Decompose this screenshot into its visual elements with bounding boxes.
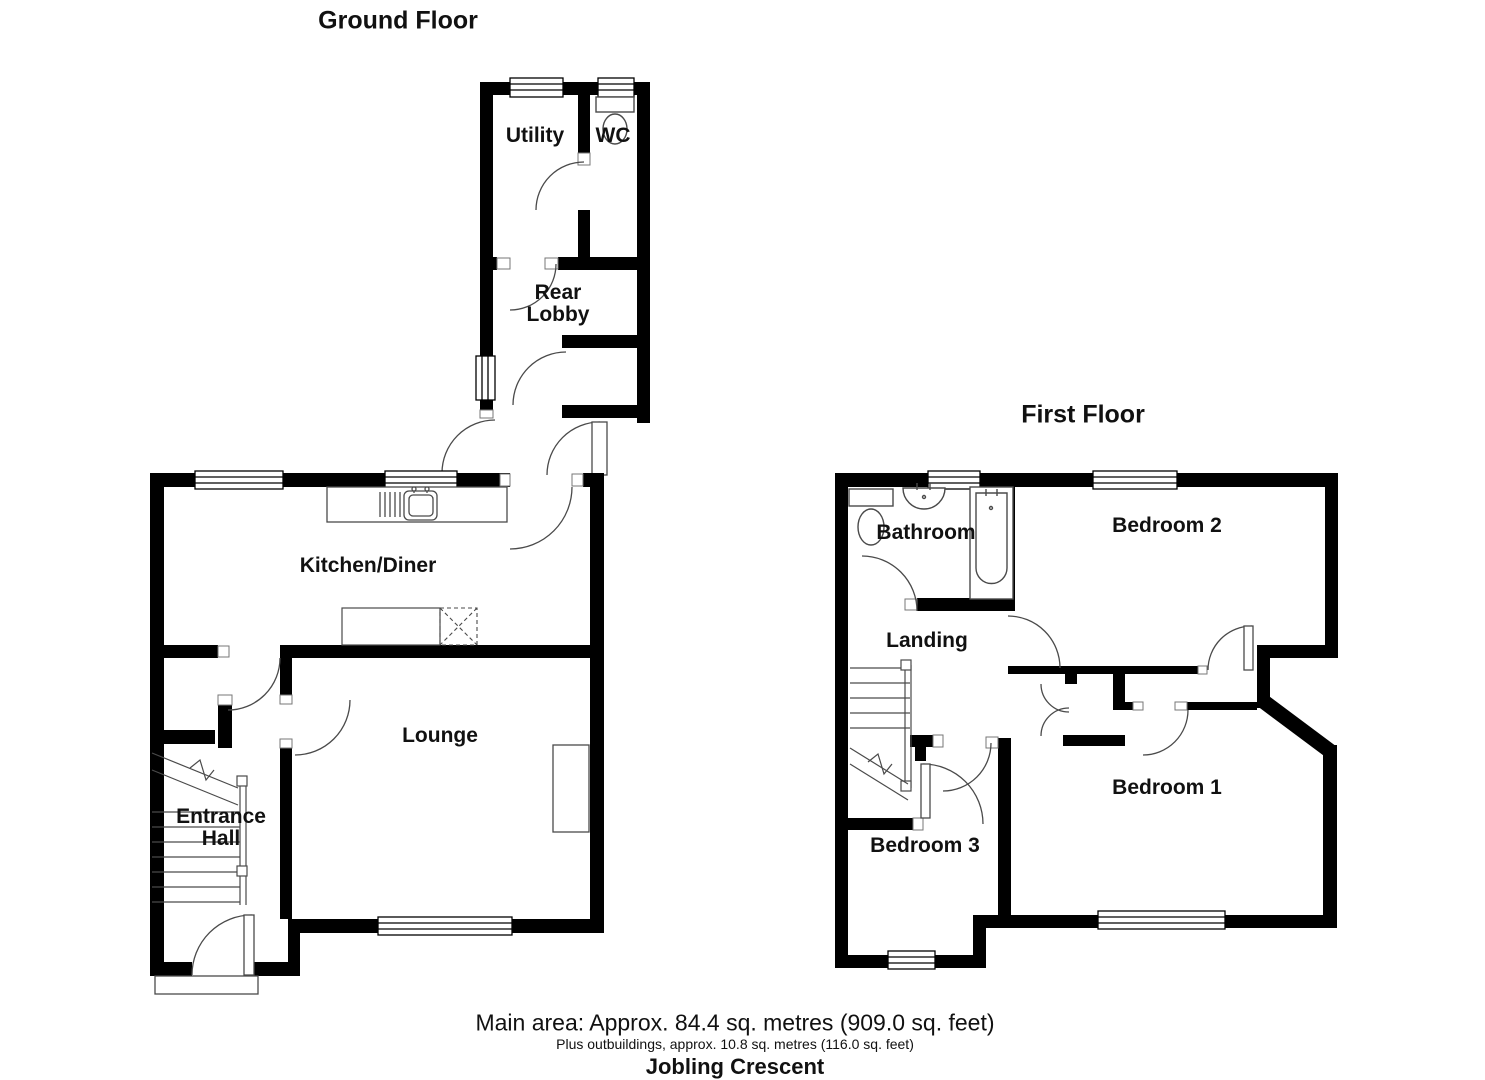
kitchen-window-1 <box>194 470 284 490</box>
bedroom1-window <box>1097 910 1226 930</box>
outbuilding-jambs <box>479 152 591 419</box>
room-label-bedroom3: Bedroom 3 <box>870 834 980 857</box>
first-floor-door-arcs <box>861 555 1253 825</box>
bathroom-door-arc <box>861 555 918 612</box>
bathroom-fixtures <box>848 483 1014 600</box>
kitchen-door-arc <box>509 486 573 550</box>
storage-door-arc <box>512 351 567 406</box>
outbuilding-windows <box>475 77 635 401</box>
bedroom3-door-arc-2 <box>922 763 984 825</box>
room-label-kitchen: Kitchen/Diner <box>299 554 437 577</box>
first-floor-jambs <box>904 598 1208 831</box>
kitchen-worktop <box>341 607 441 646</box>
front-door-step <box>154 975 259 995</box>
address-text: Jobling Crescent <box>645 1054 825 1079</box>
ground-floor-title: Ground Floor <box>318 6 478 35</box>
wc-toilet-fixture <box>595 96 635 145</box>
passage-door-arc <box>546 421 601 476</box>
outbuildings-text: Plus outbuildings, approx. 10.8 sq. metr… <box>556 1036 914 1052</box>
wc-door-arc <box>535 161 585 211</box>
bathroom-window <box>927 470 981 490</box>
room-label-lounge: Lounge <box>402 724 478 747</box>
front-door-leaf <box>243 914 255 976</box>
basin-fixture <box>902 483 946 510</box>
hatch-box <box>439 607 478 646</box>
room-label-bedroom1: Bedroom 1 <box>1112 776 1222 799</box>
kitchen-counter-fixture <box>326 486 508 523</box>
ground-door-arcs <box>191 486 573 976</box>
first-floor-stairs <box>849 659 912 801</box>
room-label-rear-lobby: Rear Lobby <box>526 281 590 326</box>
lounge-window <box>377 916 513 936</box>
bedroom2-door-leaf <box>1243 625 1254 671</box>
kitchen-hall-door-arc <box>227 657 281 711</box>
passage-door-leaf <box>591 421 608 476</box>
room-label-bathroom: Bathroom <box>876 521 976 544</box>
cupboard-bifold-arc-2 <box>1040 707 1070 737</box>
kitchen-window-2 <box>384 470 458 490</box>
ground-stairs <box>151 752 248 905</box>
bath-fixture <box>969 486 1014 600</box>
angled-wall <box>1258 694 1335 758</box>
bedroom3-window <box>887 950 936 970</box>
room-label-wc: WC <box>595 124 631 147</box>
bedroom3-door-arc-1 <box>942 742 992 792</box>
ground-walls <box>150 473 604 976</box>
lounge-unit <box>552 744 590 833</box>
main-area-text: Main area: Approx. 84.4 sq. metres (909.… <box>475 1009 995 1036</box>
hall-lounge-door-arc <box>294 699 351 756</box>
toilet-fixture <box>848 488 894 546</box>
rear-lobby-window <box>475 355 496 401</box>
first-floor-title: First Floor <box>1021 400 1145 429</box>
utility-window <box>509 77 564 98</box>
outbuilding <box>480 82 650 423</box>
side-door-arc <box>441 419 496 474</box>
room-label-bedroom2: Bedroom 2 <box>1112 514 1222 537</box>
room-label-entrance-hall: Entrance Hall <box>176 805 266 850</box>
first-floor-windows <box>887 470 1226 970</box>
bedroom1-door-arc <box>1142 709 1189 756</box>
landing-door-arc <box>1007 615 1061 669</box>
ground-windows <box>194 470 513 936</box>
utility-door-arc <box>509 263 557 311</box>
bedroom2-window <box>1092 470 1178 490</box>
outbuilding-door-arcs <box>441 161 601 476</box>
front-door-arc <box>191 914 253 976</box>
room-label-utility: Utility <box>505 124 565 147</box>
cupboard-bifold-arc-1 <box>1040 683 1070 713</box>
bedroom3-door-leaf <box>920 763 931 819</box>
room-label-landing: Landing <box>886 629 968 652</box>
ground-jambs <box>217 473 584 749</box>
wc-window <box>597 77 635 98</box>
